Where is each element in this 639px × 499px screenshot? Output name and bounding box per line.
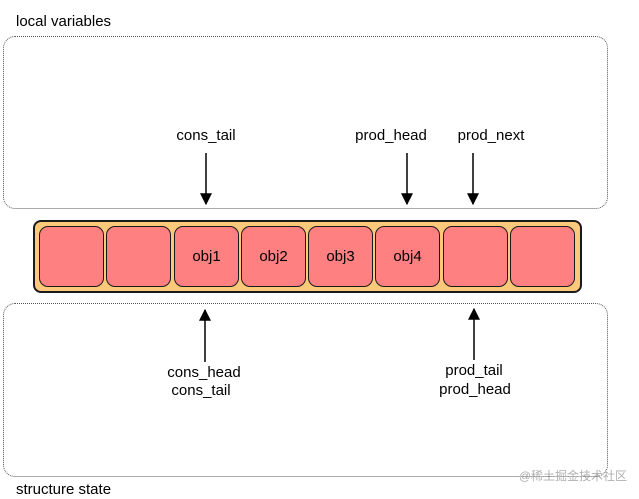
local-prod-head-label: prod_head xyxy=(355,127,427,144)
ring-slot-5: obj4 xyxy=(375,226,440,287)
ring-slot-3: obj2 xyxy=(241,226,306,287)
ring-slot-7 xyxy=(510,226,575,287)
state-prod-tail-label: prod_tail xyxy=(445,362,503,379)
state-prod-head-label: prod_head xyxy=(439,381,511,398)
state-cons-head-label: cons_head xyxy=(167,364,241,381)
watermark: @稀土掘金技术社区 xyxy=(518,469,627,483)
local-prod-next-label: prod_next xyxy=(457,127,525,144)
ring-slot-6 xyxy=(443,226,508,287)
ring-slot-2: obj1 xyxy=(174,226,239,287)
ring-slot-1 xyxy=(106,226,171,287)
structure-state-box xyxy=(3,303,608,477)
state-cons-tail-label: cons_tail xyxy=(171,382,231,399)
local-variables-box xyxy=(3,36,608,209)
local-cons-tail-label: cons_tail xyxy=(176,127,236,144)
ring-slot-4: obj3 xyxy=(308,226,373,287)
local-variables-label: local variables xyxy=(16,13,112,30)
ring-slot-0 xyxy=(39,226,104,287)
